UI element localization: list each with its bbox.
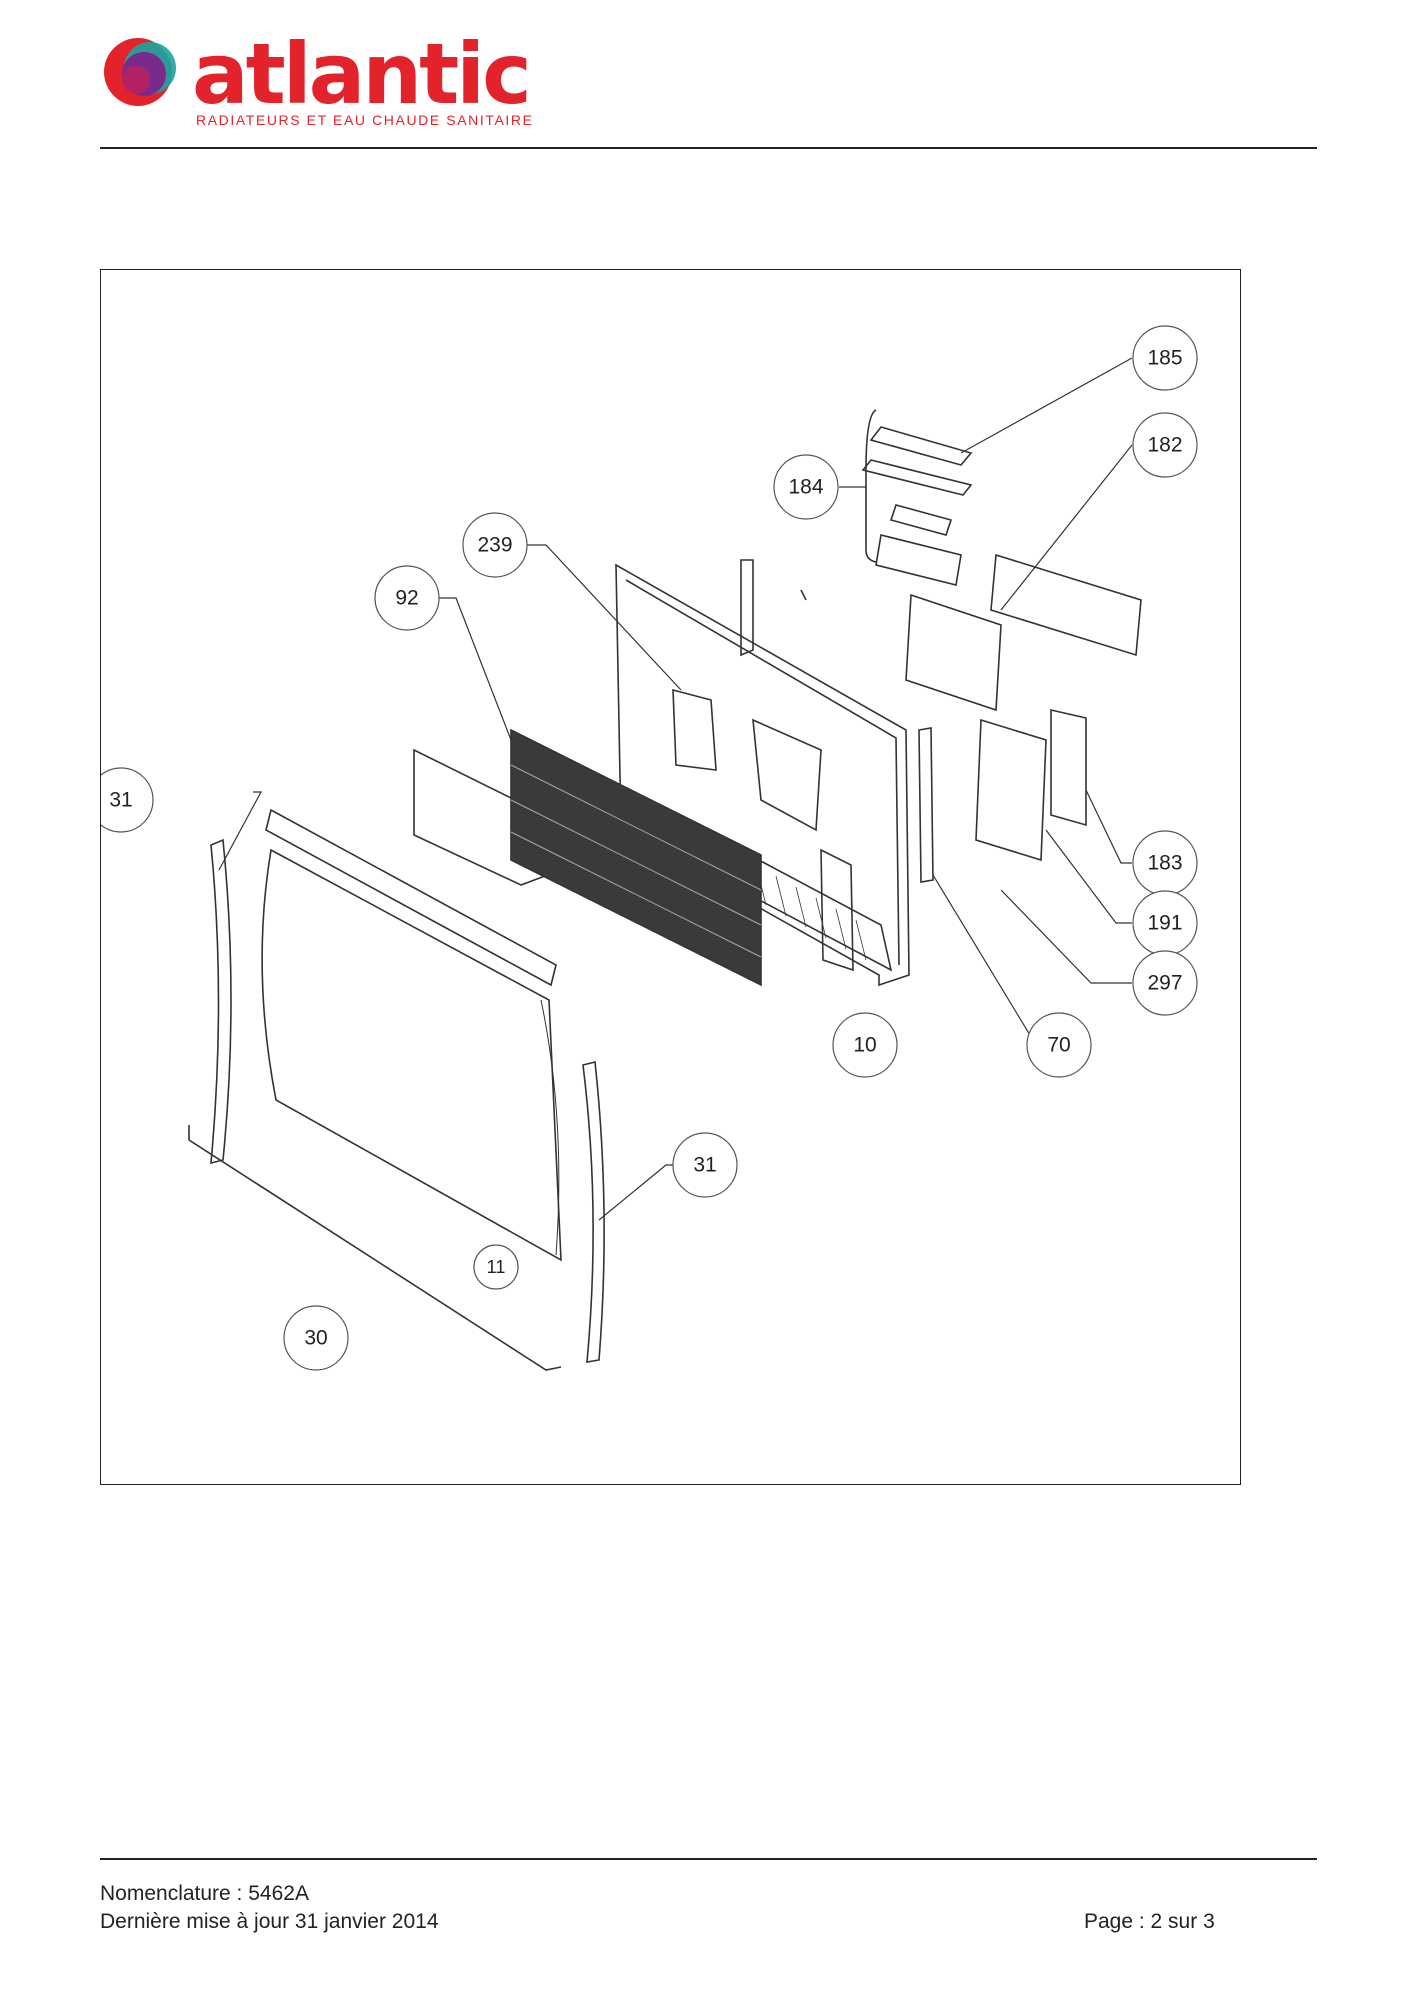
atlantic-logo-icon	[104, 38, 176, 106]
side-plate-10	[820, 848, 854, 972]
profile-70	[918, 727, 934, 883]
callout-31-left: 31	[109, 789, 132, 812]
exploded-parts-diagram: 185 182 184 239 92 31 183 191 297 10 70 …	[101, 325, 1198, 1371]
rear-frame-inner-edge	[625, 579, 900, 966]
footer-last-update: Dernière mise à jour 31 janvier 2014	[100, 1910, 439, 1933]
housing-182	[990, 553, 1142, 657]
callout-185: 185	[1147, 347, 1182, 370]
footer-divider	[100, 1858, 1317, 1860]
heating-element-fins	[510, 764, 762, 958]
callout-191: 191	[1147, 912, 1182, 935]
callout-brace-30	[188, 1125, 562, 1371]
header-divider	[100, 147, 1317, 149]
side-cover-left	[210, 838, 232, 1165]
inner-bracket-239	[672, 688, 717, 771]
thermostat-191	[975, 718, 1047, 862]
front-panel-edge	[540, 999, 560, 1256]
frame-rail	[740, 559, 754, 657]
header: atlantic RADIATEURS ET EAU CHAUDE SANITA…	[100, 30, 620, 130]
callout-31-right: 31	[693, 1154, 716, 1177]
control-film	[861, 459, 973, 496]
leader-lines	[218, 357, 1133, 1221]
callout-circles	[101, 325, 1198, 1371]
callout-brace-184	[865, 409, 877, 563]
side-cover-right	[582, 1061, 605, 1363]
exploded-diagram-frame: 185 182 184 239 92 31 183 191 297 10 70 …	[100, 269, 1241, 1485]
callout-92: 92	[395, 587, 418, 610]
callout-11: 11	[487, 1257, 506, 1277]
callout-70: 70	[1047, 1034, 1070, 1057]
callout-10: 10	[853, 1034, 876, 1057]
front-panel	[261, 848, 562, 1262]
control-pcb	[889, 504, 953, 536]
callout-239: 239	[477, 534, 512, 557]
callout-184: 184	[788, 476, 823, 499]
footer-nomenclature: Nomenclature : 5462A	[100, 1882, 309, 1905]
heating-element-92	[510, 728, 762, 987]
control-cover-185	[869, 426, 973, 466]
brand-logo-word: atlantic	[192, 25, 532, 123]
inner-deflector	[752, 718, 822, 832]
callout-297: 297	[1147, 972, 1182, 995]
callout-30: 30	[304, 1327, 327, 1350]
callout-182: 182	[1147, 434, 1182, 457]
footer-page-number: Page : 2 sur 3	[1084, 1910, 1215, 1933]
top-deflector	[265, 808, 557, 987]
callout-183: 183	[1147, 852, 1182, 875]
control-base	[905, 593, 1002, 712]
screw	[800, 589, 807, 601]
brand-tagline: RADIATEURS ET EAU CHAUDE SANITAIRE	[196, 112, 534, 128]
component-183	[1050, 708, 1087, 827]
control-housing	[875, 534, 962, 586]
